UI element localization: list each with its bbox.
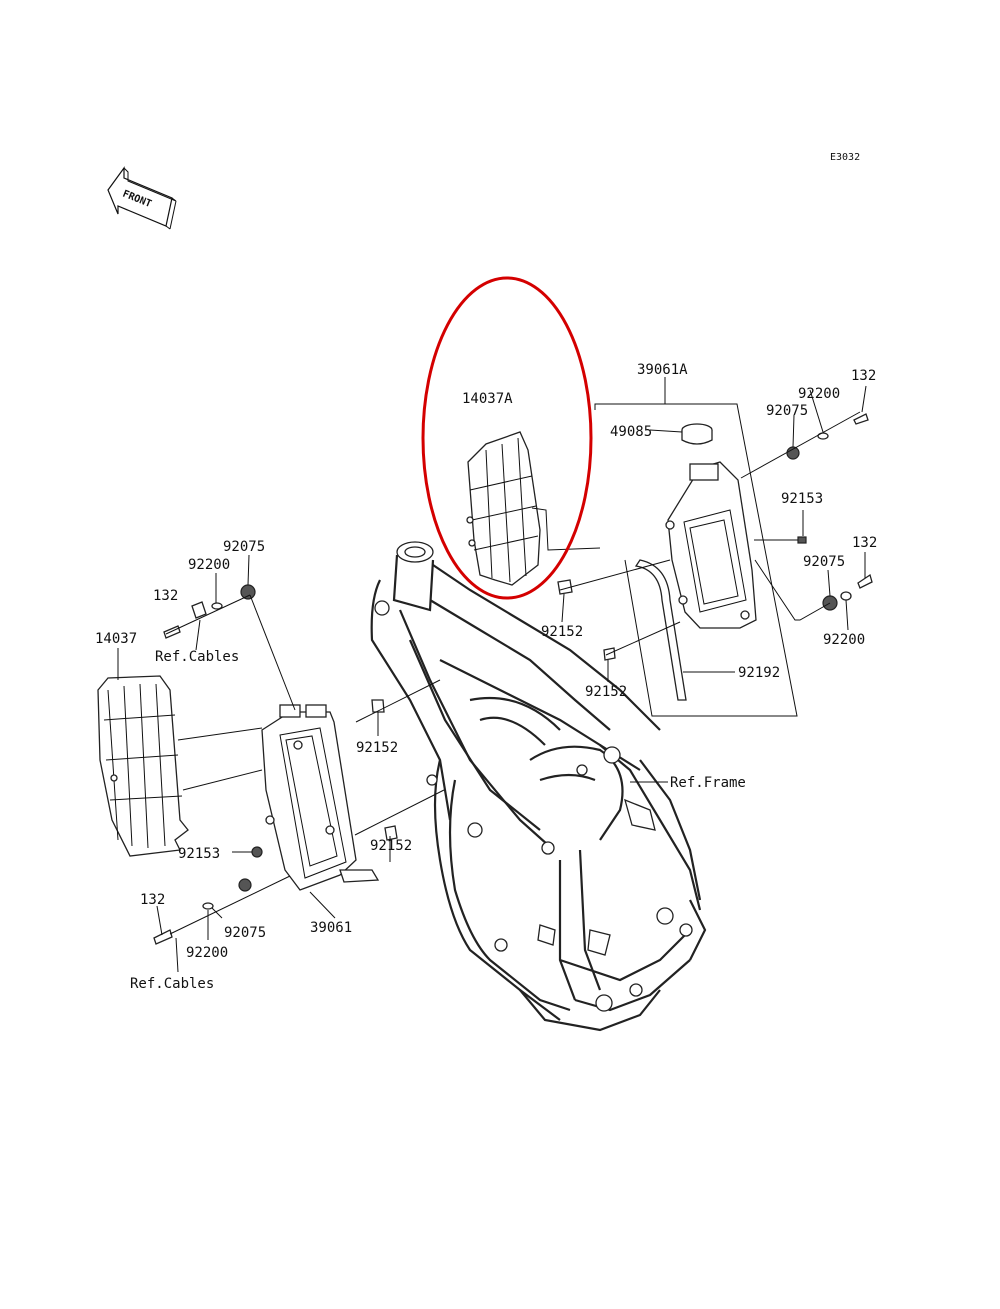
label-92075-right: 92075 [803, 554, 845, 570]
label-92075-top: 92075 [766, 403, 808, 419]
label-92200-bottom: 92200 [186, 945, 228, 961]
radiator-left [261, 704, 380, 891]
label-49085: 49085 [610, 424, 652, 440]
radiator-guard-left [97, 675, 189, 857]
label-92152-a: 92152 [541, 624, 583, 640]
label-92200-top: 92200 [798, 386, 840, 402]
label-132-right: 132 [852, 535, 877, 551]
label-132-left: 132 [153, 588, 178, 604]
label-132-bottom: 132 [140, 892, 165, 908]
label-92152-b: 92152 [585, 684, 627, 700]
label-14037: 14037 [95, 631, 137, 647]
radiator-guard-right-highlighted [421, 276, 601, 600]
label-ref-frame: Ref.Frame [670, 775, 746, 791]
label-92075-left: 92075 [223, 539, 265, 555]
radiator-right-assembly [594, 403, 798, 717]
label-92152-d: 92152 [370, 838, 412, 854]
motorcycle-frame [370, 541, 707, 1032]
front-arrow-icon: FRONT [107, 166, 177, 230]
label-92200-right: 92200 [823, 632, 865, 648]
label-ref-cables-top: Ref.Cables [155, 649, 239, 665]
label-92200-left: 92200 [188, 557, 230, 573]
leader-lines [117, 377, 867, 973]
label-92153-right: 92153 [781, 491, 823, 507]
diagram-code: E3032 [830, 152, 860, 163]
label-92075-bottom: 92075 [224, 925, 266, 941]
label-39061: 39061 [310, 920, 352, 936]
label-92192: 92192 [738, 665, 780, 681]
label-92152-c: 92152 [356, 740, 398, 756]
part-labels: 14037A 39061A 49085 132 92200 92075 9215… [95, 362, 877, 992]
label-132-top: 132 [851, 368, 876, 384]
label-39061A: 39061A [637, 362, 688, 378]
label-92153-left: 92153 [178, 846, 220, 862]
label-ref-cables-bottom: Ref.Cables [130, 976, 214, 992]
highlight-circle [421, 276, 593, 600]
label-14037A: 14037A [462, 391, 513, 407]
